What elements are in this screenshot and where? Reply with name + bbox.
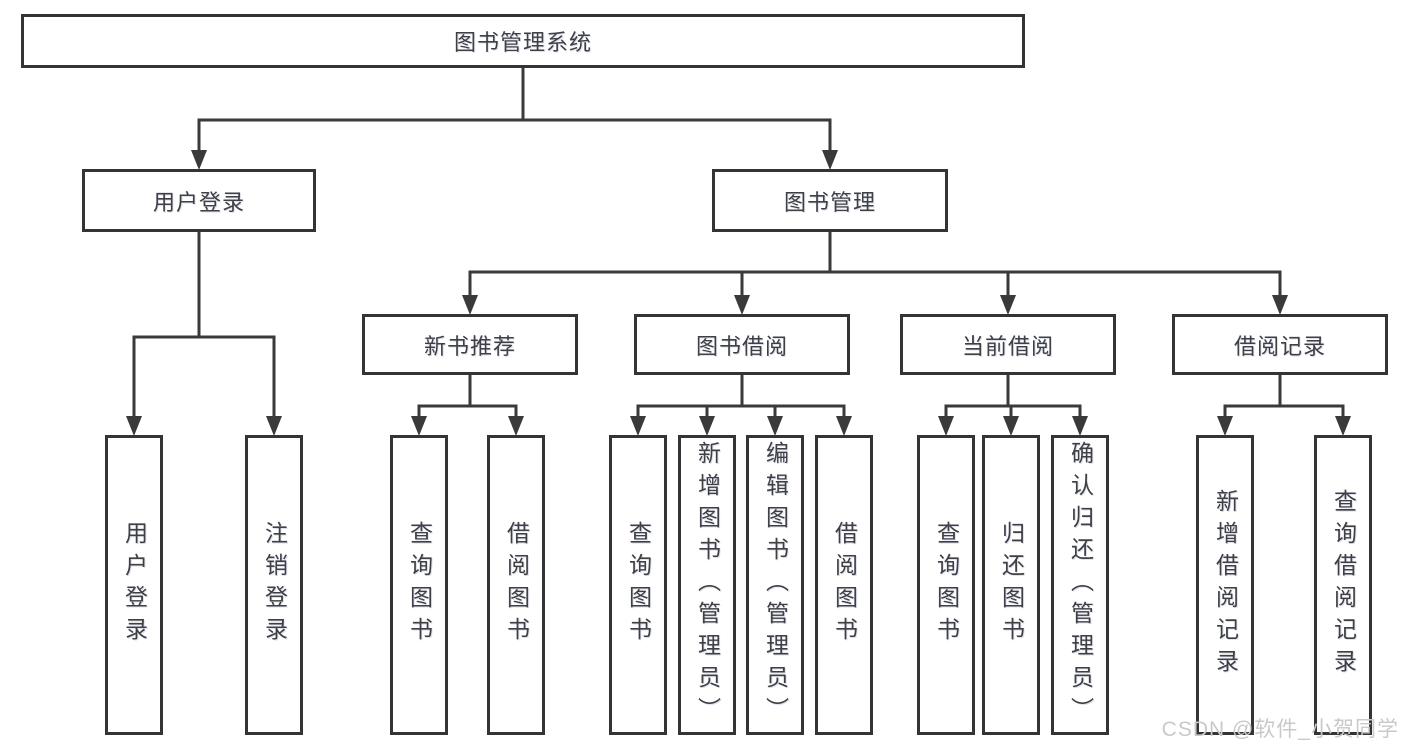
node-cb-confirm: 确认归还（管理员） (1051, 435, 1109, 735)
node-label: 归还图书 (998, 521, 1025, 649)
node-user-login: 用户登录 (82, 169, 316, 232)
watermark: CSDN @软件_小贺同学 (1161, 718, 1399, 741)
node-label: 借阅图书 (831, 521, 858, 649)
node-book-mgmt: 图书管理 (712, 169, 948, 232)
node-nbr-borrow: 借阅图书 (487, 435, 545, 735)
node-logout: 注销登录 (245, 435, 303, 735)
node-new-book-rec: 新书推荐 (362, 314, 578, 375)
node-label: 确认归还（管理员） (1067, 441, 1094, 729)
node-book-borrow: 图书借阅 (634, 314, 850, 375)
node-label: 编辑图书（管理员） (762, 441, 789, 729)
node-label: 注销登录 (261, 521, 288, 649)
node-label: 查询图书 (933, 521, 960, 649)
node-cb-query: 查询图书 (917, 435, 975, 735)
node-label: 查询借阅记录 (1330, 489, 1357, 681)
node-br-query: 查询借阅记录 (1314, 435, 1372, 735)
node-label: 用户登录 (121, 521, 148, 649)
node-bb-borrow: 借阅图书 (815, 435, 873, 735)
node-label: 新增借阅记录 (1212, 489, 1239, 681)
node-cb-return: 归还图书 (982, 435, 1040, 735)
node-label: 图书管理 (783, 189, 876, 215)
node-label: 借阅图书 (503, 521, 530, 649)
node-borrow-records: 借阅记录 (1172, 314, 1388, 375)
node-label: 新增图书（管理员） (694, 441, 721, 729)
node-label: 查询图书 (406, 521, 433, 649)
node-bb-add: 新增图书（管理员） (678, 435, 736, 735)
node-root: 图书管理系统 (21, 14, 1025, 68)
node-label: 图书借阅 (695, 333, 788, 359)
node-label: 借阅记录 (1233, 333, 1326, 359)
node-label: 新书推荐 (423, 333, 516, 359)
node-label: 查询图书 (625, 521, 652, 649)
node-bb-edit: 编辑图书（管理员） (746, 435, 804, 735)
node-label: 图书管理系统 (453, 30, 592, 55)
node-bb-query: 查询图书 (609, 435, 667, 735)
node-current-borrow: 当前借阅 (900, 314, 1116, 375)
node-login: 用户登录 (105, 435, 163, 735)
node-br-add: 新增借阅记录 (1196, 435, 1254, 735)
node-label: 用户登录 (152, 189, 245, 215)
node-nbr-query: 查询图书 (390, 435, 448, 735)
node-label: 当前借阅 (961, 333, 1054, 359)
